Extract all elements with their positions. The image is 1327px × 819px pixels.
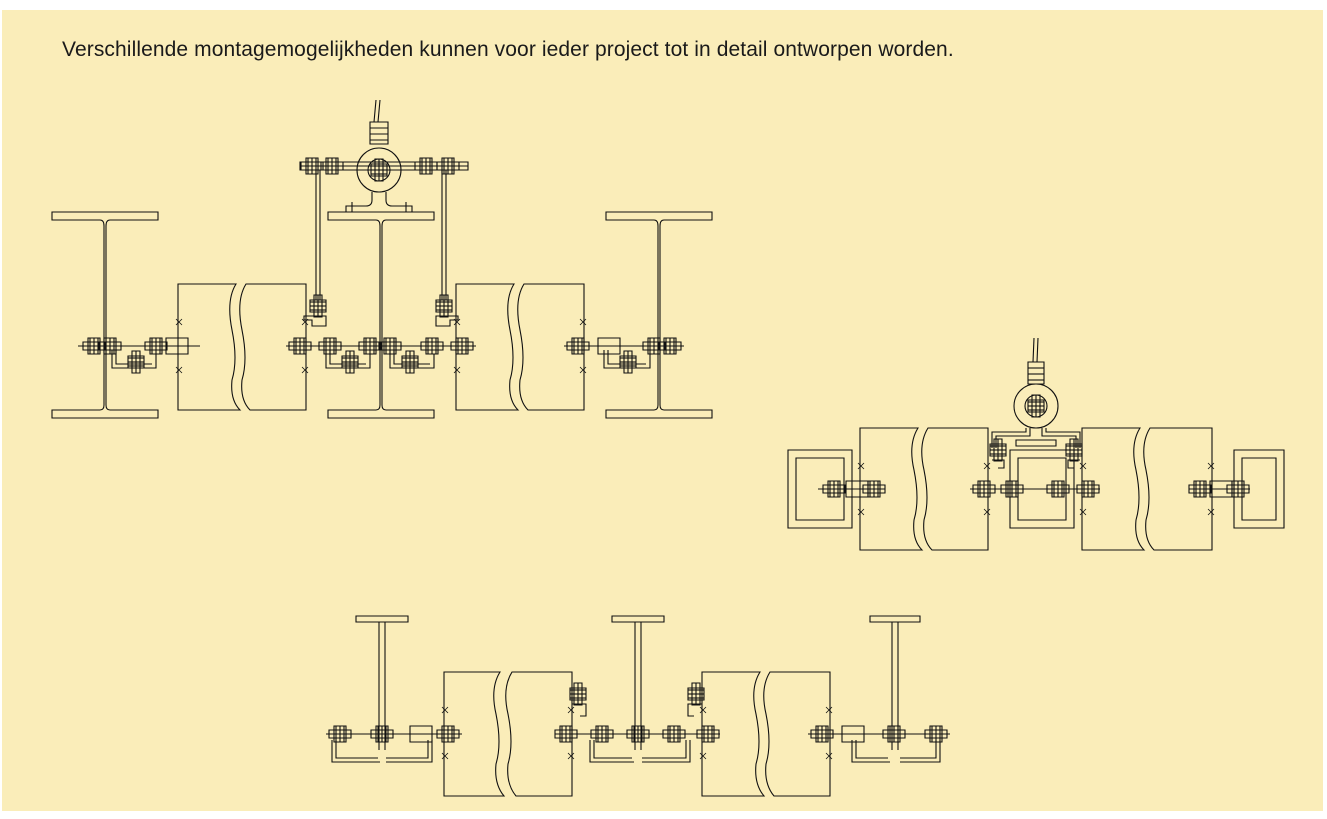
tbeam-mounting-detail	[326, 616, 950, 796]
ibeam-mounting-detail	[52, 100, 712, 418]
caption-text: Verschillende montagemogelijkheden kunne…	[62, 38, 954, 61]
rhs-mounting-detail	[788, 338, 1284, 550]
